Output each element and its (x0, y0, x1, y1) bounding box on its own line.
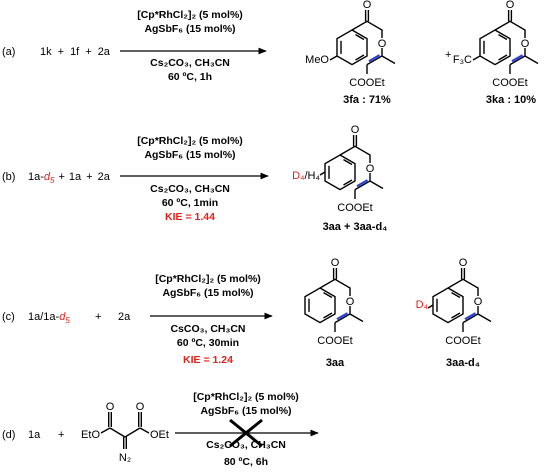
panel-d-tag: (d) (2, 429, 15, 441)
d4-h4-label: D₄/H₄ (292, 170, 320, 182)
panel-c-reactant-2: 2a (118, 311, 131, 323)
ester-label: COOEt (337, 202, 372, 214)
structure-3fa: O O MeO COOEt (305, 0, 397, 89)
svg-text:O: O (521, 38, 530, 50)
base-solvent-d: Cs₂CO₃, CH₃CN (206, 439, 286, 451)
svg-text:O: O (351, 124, 360, 136)
catalyst-c: [Cp*RhCl₂]₂ (5 mol%) (155, 273, 261, 285)
structure-3ka: O O F₃C COOEt (453, 0, 540, 89)
svg-text:O: O (474, 296, 483, 308)
svg-text:O: O (136, 401, 145, 413)
methoxy-label: MeO (305, 54, 329, 66)
panel-c-reactant-1: 1a/1a-d5 (28, 311, 70, 325)
kie-b: KIE = 1.44 (165, 211, 215, 223)
ester-label: COOEt (317, 335, 352, 347)
svg-text:O: O (366, 163, 375, 175)
panel-b-reactants: 1a-d5+1a+2a (28, 171, 111, 185)
label-3aa-d4: 3aa-d₄ (446, 357, 480, 369)
panel-d: (d) 1a + EtO O O OEt N₂ [Cp*RhCl₂]₂ (5 m… (2, 391, 319, 468)
panel-a-reactants: 1k+1f+2a (40, 46, 111, 58)
panel-b-tag: (b) (2, 171, 15, 183)
base-solvent-a: Cs₂CO₃, CH₃CN (150, 57, 230, 69)
ester-label: COOEt (349, 77, 384, 89)
ester-label: COOEt (492, 77, 527, 89)
base-solvent-b: Cs₂CO₃, CH₃CN (150, 183, 230, 195)
no-reaction-cross-icon (229, 418, 263, 448)
ester-label: COOEt (445, 335, 480, 347)
additive-c: AgSbF₆ (15 mol%) (162, 287, 253, 299)
additive-b: AgSbF₆ (15 mol%) (144, 149, 235, 161)
oet-label: OEt (150, 429, 169, 441)
label-3aa: 3aa (326, 357, 345, 369)
label-3fa: 3fa : 71% (343, 94, 391, 106)
structure-diazomalonate: EtO O O OEt N₂ (81, 401, 169, 464)
catalyst-b: [Cp*RhCl₂]₂ (5 mol%) (137, 135, 243, 147)
base-solvent-c: CsCO₃, CH₃CN (170, 323, 245, 335)
panel-c: (c) 1a/1a-d5 + 2a [Cp*RhCl₂]₂ (5 mol%) A… (2, 257, 493, 369)
panel-b: (b) 1a-d5+1a+2a [Cp*RhCl₂]₂ (5 mol%) AgS… (2, 124, 387, 233)
additive-a: AgSbF₆ (15 mol%) (144, 23, 235, 35)
svg-text:O: O (459, 257, 468, 269)
plus-c: + (95, 311, 101, 323)
trifluoromethyl-label: F₃C (453, 54, 472, 66)
kie-c: KIE = 1.24 (183, 354, 233, 366)
svg-text:O: O (378, 38, 387, 50)
structure-3aa-d4: O O D₄ COOEt (416, 257, 493, 347)
catalyst-d: [Cp*RhCl₂]₂ (5 mol%) (193, 391, 299, 403)
d4-label: D₄ (416, 299, 429, 311)
temp-time-a: 60 ºC, 1h (168, 71, 212, 83)
svg-text:O: O (331, 257, 340, 269)
temp-time-b: 60 ºC, 1min (162, 197, 218, 209)
svg-text:O: O (506, 0, 515, 11)
panel-d-reactant-1: 1a (28, 429, 41, 441)
svg-text:O: O (363, 0, 372, 11)
eto-label: EtO (81, 429, 100, 441)
label-3aa-mixture: 3aa + 3aa-d₄ (323, 221, 388, 233)
svg-text:O: O (106, 401, 115, 413)
temp-time-d: 80 ºC, 6h (224, 456, 268, 468)
panel-c-tag: (c) (2, 311, 15, 323)
structure-3aa: O O COOEt (303, 257, 365, 347)
panel-a-tag: (a) (2, 46, 15, 58)
panel-a: (a) 1k+1f+2a [Cp*RhCl₂]₂ (5 mol%) AgSbF₆… (2, 0, 540, 106)
label-3ka: 3ka : 10% (486, 94, 536, 106)
temp-time-c: 60 ºC, 30min (177, 337, 239, 349)
plus-d: + (58, 429, 64, 441)
svg-text:O: O (346, 296, 355, 308)
diazo-label: N₂ (119, 452, 131, 464)
structure-3aa-mixture: O O D₄/H₄ COOEt (292, 124, 385, 214)
catalyst-a: [Cp*RhCl₂]₂ (5 mol%) (137, 9, 243, 21)
additive-d: AgSbF₆ (15 mol%) (200, 405, 291, 417)
plus-a: + (445, 49, 451, 61)
